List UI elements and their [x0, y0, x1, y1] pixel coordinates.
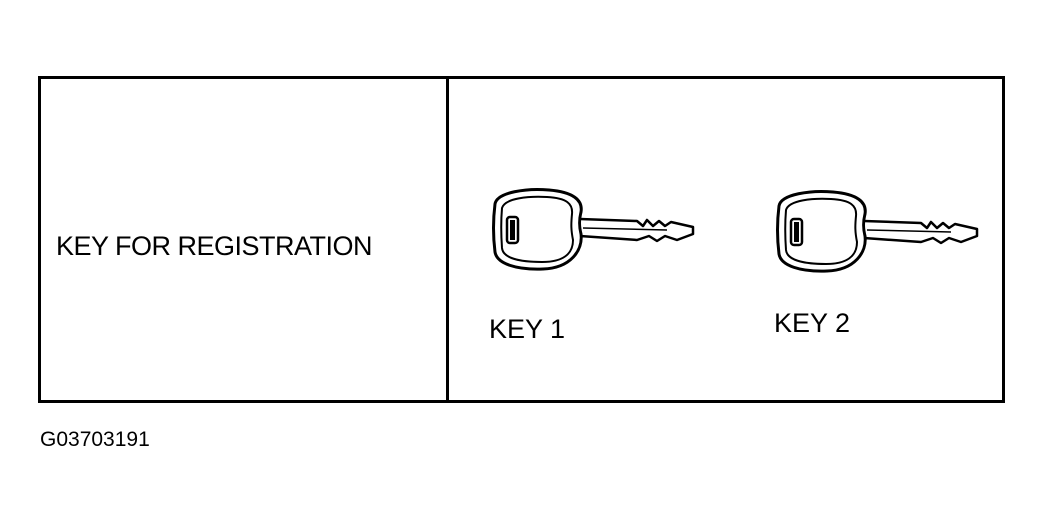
figure-code: G03703191: [40, 428, 150, 451]
key-registration-table: KEY FOR REGISTRATION KEY 1 KEY 2: [38, 76, 1005, 403]
key-icon: [776, 190, 979, 273]
key-icon: [492, 188, 695, 271]
key-2-label: KEY 2: [774, 308, 851, 338]
key-1-label: KEY 1: [489, 314, 566, 344]
key-for-registration-label: KEY FOR REGISTRATION: [56, 231, 373, 261]
column-divider: [446, 79, 449, 400]
